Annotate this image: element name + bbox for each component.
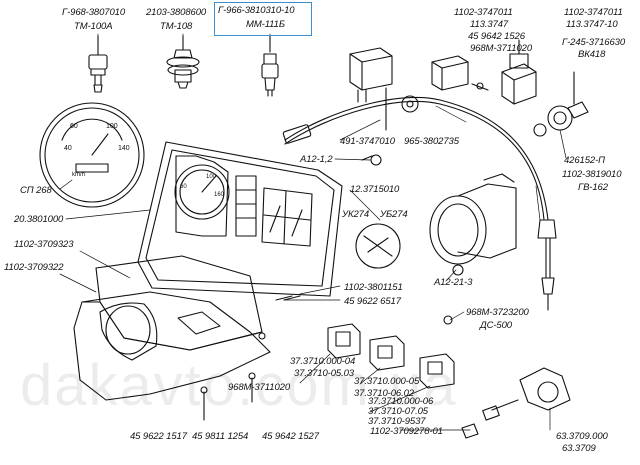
svg-text:140: 140 [118, 145, 130, 152]
relay-113-3747-10 [501, 39, 537, 105]
label-1102-3747011-b: 1102-3747011 [564, 7, 623, 18]
sensor-tm108 [166, 35, 200, 89]
label-tm100a: ТМ-100А [74, 21, 113, 32]
tachometer-head [429, 173, 517, 276]
svg-text:km/h: km/h [72, 172, 85, 178]
label-491-3747010: 491-3747010 [340, 136, 395, 147]
label-968m-3711020: 968М-3711020 [228, 382, 291, 393]
label-gv162: ГВ-162 [578, 182, 608, 193]
label-1102-3801151: 1102-3801151 [344, 282, 403, 293]
speedometer-sp268: 60 100 40 140 km/h [39, 102, 145, 208]
label-37-3710-000-06: 37.3710.000-06 [368, 396, 434, 407]
label-1102-3709278-01: 1102-3709278-01 [370, 426, 443, 437]
label-uk274: УК274 [342, 209, 370, 220]
sensor-tm100a [88, 35, 108, 93]
label-113-3747-10: 113.3747-10 [566, 19, 618, 30]
instrument-cluster: 60 100 160 [137, 141, 343, 301]
label-ub274: УБ274 [380, 209, 408, 220]
label-2103-3808600: 2103-3808600 [146, 7, 207, 18]
svg-text:100: 100 [106, 123, 118, 130]
svg-text:100: 100 [206, 174, 217, 180]
svg-text:160: 160 [214, 192, 225, 198]
sensor-mm111b [261, 35, 279, 97]
label-63-3709: 63.3709 [562, 443, 596, 454]
label-37-3710-9537: 37.3710-9537 [368, 416, 426, 427]
label-968m-3711020-top: 968М-3711020 [470, 43, 533, 54]
relay-113-3747 [431, 55, 489, 91]
label-37-3710-05-03: 37.3710-05.03 [294, 368, 354, 379]
label-mm111b: ММ-111Б [246, 19, 285, 30]
highlight-box [214, 2, 312, 36]
svg-text:60: 60 [180, 184, 187, 190]
svg-text:60: 60 [70, 123, 78, 130]
leader-lines [59, 33, 567, 431]
label-45-9811-1254: 45 9811 1254 [192, 431, 249, 442]
label-1102-3709323: 1102-3709323 [14, 239, 74, 250]
svg-text:40: 40 [64, 145, 72, 152]
label-37-3710-06-02: 37.3710-06.02 [354, 388, 414, 399]
label-45-9642-1526: 45 9642 1526 [468, 31, 525, 42]
label-a12-21-3: А12-21-3 [434, 277, 473, 288]
label-45-9622-6517: 45 9622 6517 [344, 296, 401, 307]
label-965-3802735: 965-3802735 [404, 136, 459, 147]
label-968m-3723200: 968М-3723200 [466, 307, 529, 318]
switch-block [327, 323, 455, 389]
label-1102-3747011-a: 1102-3747011 [454, 7, 513, 18]
label-ds500: ДС-500 [480, 320, 512, 331]
label-g245-3716630: Г-245-3716630 [562, 37, 626, 48]
label-1102-3709322: 1102-3709322 [4, 262, 64, 273]
label-vk418: ВК418 [578, 49, 606, 60]
watermark: dakavto.com.ua [20, 353, 458, 418]
relay-491 [349, 47, 393, 131]
steering-column-shroud [73, 255, 271, 401]
label-sp268: СП 268 [20, 185, 52, 196]
label-45-9642-1527: 45 9642 1527 [262, 431, 319, 442]
indicator-lamps [355, 154, 453, 325]
label-63-3709-000: 63.3709.000 [556, 431, 608, 442]
label-a12-1-2: А12-1,2 [300, 154, 333, 165]
screws [200, 332, 266, 421]
speedometer-drive [461, 367, 571, 439]
label-426152-p: 426152-П [564, 155, 605, 166]
label-20-3801000: 20.3801000 [14, 214, 64, 225]
label-113-3747: 113.3747 [470, 19, 509, 30]
label-tm108: ТМ-108 [160, 21, 193, 32]
label-g968-3807010: Г-968-3807010 [62, 7, 126, 18]
label-37-3710-07-05: 37.3710-07.05 [368, 406, 428, 417]
label-45-9622-1517: 45 9622 1517 [130, 431, 187, 442]
switch-vk418 [533, 71, 589, 137]
speedometer-cable [282, 95, 557, 311]
label-1102-3819010: 1102-3819010 [562, 169, 622, 180]
label-g966-3810310-10: Г-966-3810310-10 [218, 5, 295, 16]
label-12-3715010: 12.3715010 [350, 184, 400, 195]
label-37-3710-000-04: 37.3710.000-04 [290, 356, 356, 367]
label-37-3710-000-05: 37.3710.000-05 [354, 376, 420, 387]
